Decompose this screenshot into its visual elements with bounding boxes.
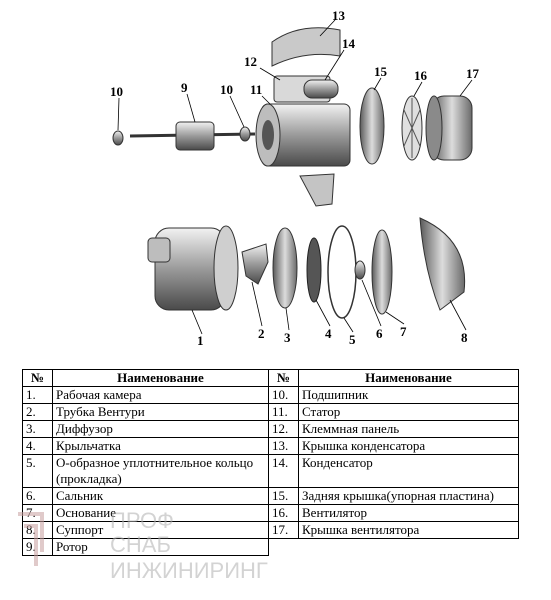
row-num: 15. (268, 487, 299, 505)
part-o-ring (327, 225, 357, 319)
row-num: 10. (268, 386, 299, 404)
part-support-bracket (299, 173, 335, 207)
row-name: Подшипник (298, 386, 519, 404)
row-num: 9. (22, 538, 53, 556)
row-num: 17. (268, 521, 299, 539)
row-num: 3. (22, 420, 53, 438)
row-num: 11. (268, 403, 299, 421)
row-name: Задняя крышка(упорная пластина) (298, 487, 519, 505)
callout-7: 7 (400, 324, 407, 339)
table-row: 7. Основание 16. Вентилятор (22, 504, 519, 522)
table-row: 1. Рабочая камера 10. Подшипник (22, 386, 519, 404)
row-name: Крыльчатка (52, 437, 269, 455)
table-header-row: № Наименование № Наименование (22, 369, 519, 387)
row-name: Крышка вентилятора (298, 521, 519, 539)
callout-9: 9 (181, 80, 188, 95)
table-row: 9. Ротор (22, 538, 519, 556)
callout-14: 14 (342, 36, 356, 51)
row-name: Клеммная панель (298, 420, 519, 438)
row-name: Вентилятор (298, 504, 519, 522)
callout-5: 5 (349, 332, 356, 347)
row-num: 2. (22, 403, 53, 421)
callout-1: 1 (197, 333, 204, 348)
row-name: Диффузор (52, 420, 269, 438)
header-num-left: № (22, 369, 53, 387)
header-name-left: Наименование (52, 369, 269, 387)
row-num: 7. (22, 504, 53, 522)
part-fan-cover (425, 95, 473, 161)
table-row: 5. О-образное уплотнительное кольцо (про… (22, 454, 519, 488)
part-bearing-left (112, 130, 124, 146)
parts-table: № Наименование № Наименование 1. Рабочая… (22, 369, 519, 556)
part-capacitor-cover (271, 27, 341, 67)
part-diffuser (272, 227, 298, 309)
table-row: 2. Трубка Вентури 11. Статор (22, 403, 519, 421)
row-num: 4. (22, 437, 53, 455)
table-row: 4. Крыльчатка 13. Крышка конденсатора (22, 437, 519, 455)
header-num-right: № (268, 369, 299, 387)
callout-10-right: 10 (220, 82, 233, 97)
row-name: Суппорт (52, 521, 269, 539)
callout-6: 6 (376, 326, 383, 341)
row-name: Ротор (52, 538, 269, 556)
row-num: 12. (268, 420, 299, 438)
header-name-right: Наименование (298, 369, 519, 387)
row-name: Статор (298, 403, 519, 421)
part-seal (354, 260, 366, 280)
part-rear-cover (359, 87, 385, 165)
callout-8: 8 (461, 330, 468, 345)
part-impeller (306, 237, 322, 303)
part-venturi-tube (241, 243, 269, 285)
row-num: 1. (22, 386, 53, 404)
callout-16: 16 (414, 68, 428, 83)
callout-3: 3 (284, 330, 291, 345)
row-num: 13. (268, 437, 299, 455)
part-bearing-right (239, 126, 251, 142)
callout-10-left: 10 (110, 84, 123, 99)
row-name: Сальник (52, 487, 269, 505)
callout-4: 4 (325, 326, 332, 341)
callout-13: 13 (332, 8, 346, 23)
callout-leaders (117, 19, 473, 335)
part-stator (255, 103, 351, 167)
row-num: 16. (268, 504, 299, 522)
row-num: 5. (22, 454, 53, 488)
row-name: Трубка Вентури (52, 403, 269, 421)
callout-11: 11 (250, 82, 262, 97)
exploded-pump-diagram: 1 2 3 4 5 6 7 8 9 10 10 11 12 13 14 15 1… (110, 8, 480, 348)
part-support (419, 217, 466, 311)
part-fan (401, 95, 423, 161)
table-row: 8. Суппорт 17. Крышка вентилятора (22, 521, 519, 539)
callout-15: 15 (374, 64, 388, 79)
watermark-line3: ИНЖИНИРИНГ (110, 558, 268, 583)
empty-cell (269, 539, 299, 556)
callout-17: 17 (466, 66, 480, 81)
row-num: 6. (22, 487, 53, 505)
row-num: 14. (268, 454, 299, 488)
callout-12: 12 (244, 54, 257, 69)
part-base (371, 229, 393, 315)
part-capacitor (303, 79, 339, 99)
callout-2: 2 (258, 326, 265, 341)
part-rotor (129, 121, 256, 151)
row-name: Основание (52, 504, 269, 522)
table-row: 6. Сальник 15. Задняя крышка(упорная пла… (22, 487, 519, 505)
row-name: Рабочая камера (52, 386, 269, 404)
row-name: Крышка конденсатора (298, 437, 519, 455)
row-name: Конденсатор (298, 454, 519, 488)
row-num: 8. (22, 521, 53, 539)
table-row: 3. Диффузор 12. Клеммная панель (22, 420, 519, 438)
empty-cell (299, 539, 519, 556)
row-name: О-образное уплотнительное кольцо (прокла… (52, 454, 269, 488)
part-pump-chamber (147, 225, 239, 311)
